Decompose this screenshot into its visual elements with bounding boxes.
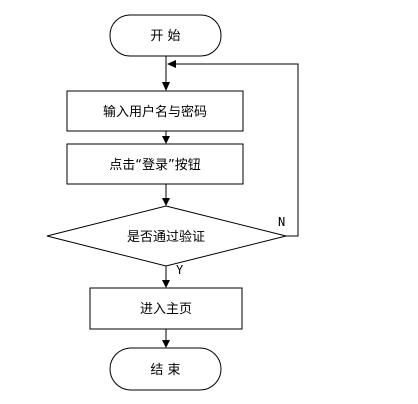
arrowhead	[162, 198, 170, 206]
end-node: 结 束	[109, 347, 222, 391]
process-input-credentials: 输入用户名与密码	[66, 90, 244, 132]
arrowhead	[162, 280, 170, 288]
arrowhead	[167, 60, 176, 68]
process-click-login-label: 点击“登录”按钮	[109, 158, 200, 173]
arrowhead	[162, 340, 170, 348]
process-enter-home: 进入主页	[89, 287, 243, 330]
connector-no-loop	[175, 63, 299, 237]
arrowhead	[162, 82, 170, 91]
arrowhead	[162, 136, 170, 144]
end-label: 结 束	[150, 363, 180, 378]
process-enter-home-label: 进入主页	[140, 302, 192, 317]
start-node: 开 始	[109, 14, 222, 57]
branch-yes-label: Y	[176, 263, 184, 277]
decision-verification: 是否通过验证	[46, 205, 287, 267]
decision-verification-label: 是否通过验证	[127, 229, 205, 245]
start-label: 开 始	[150, 29, 180, 44]
process-click-login: 点击“登录”按钮	[66, 143, 244, 185]
process-input-credentials-label: 输入用户名与密码	[103, 104, 207, 120]
branch-no-label: N	[278, 215, 285, 229]
